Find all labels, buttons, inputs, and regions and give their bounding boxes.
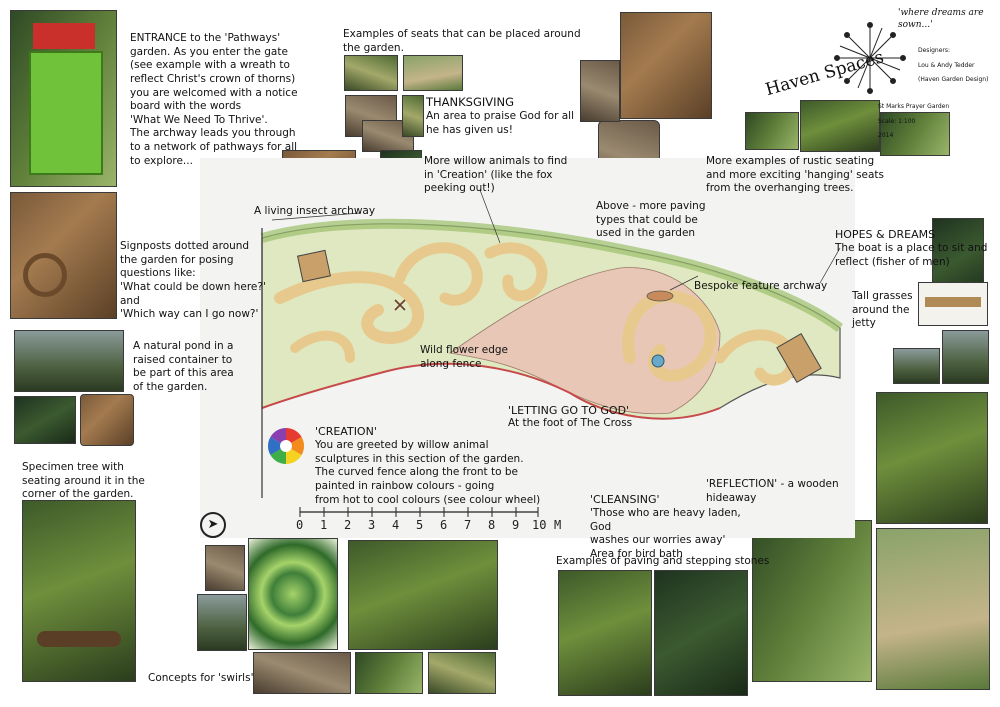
swirl-circle-photo <box>428 652 496 694</box>
tree-seat-photo-2 <box>800 100 880 152</box>
pond-container-photo-1 <box>14 396 76 444</box>
hanging-seat-photo <box>880 112 950 156</box>
paving-photo-2 <box>654 570 748 696</box>
swirl-path-4 <box>290 330 355 363</box>
insect-arch-note: A living insect archway <box>254 205 376 217</box>
scale-bar-labels: 0 1 2 3 4 5 6 7 8 9 10 M <box>296 518 576 534</box>
bespoke-arch-note: Bespoke feature archway <box>694 280 828 292</box>
cleansing-body: 'Those who are heavy laden, God washes o… <box>590 507 741 560</box>
entrance-note: ENTRANCE to the 'Pathways' garden. As yo… <box>130 32 298 167</box>
pond-court-photo <box>253 652 351 694</box>
garden-path-photo <box>752 520 872 682</box>
hopes-title: HOPES & DREAMS <box>835 228 936 241</box>
boat-water-photo-2 <box>942 330 989 384</box>
swirl-path-5 <box>622 290 717 382</box>
tall-grasses-note: Tall grasses around the jetty <box>852 290 913 330</box>
designer-credits: Designers: Lou & Andy Tedder (Haven Gard… <box>918 40 988 90</box>
pointer-line-2 <box>479 189 501 244</box>
north-arrow-icon: ➤ <box>200 512 226 538</box>
scale-tick-7: 7 <box>464 518 472 532</box>
cross-mark <box>394 299 406 311</box>
colour-wheel-icon <box>267 428 305 464</box>
entrance-bridge <box>297 249 331 283</box>
pointer-line-4 <box>819 247 841 284</box>
creation-body: You are greeted by willow animal sculptu… <box>315 439 541 506</box>
hedge-edge <box>260 218 843 333</box>
seats-note: Examples of seats that can be placed aro… <box>343 28 581 54</box>
swirl-path-2 <box>394 242 483 306</box>
jetty <box>776 332 822 384</box>
letting-go-body: At the foot of The Cross <box>508 417 633 429</box>
swirl-path-3 <box>484 242 548 302</box>
stone-steps-photo <box>580 60 620 122</box>
feature-arch-mark <box>646 290 674 302</box>
bird-bath-mark <box>651 354 665 368</box>
pond-barrel-photo <box>80 394 134 446</box>
wreath-gate-photo <box>10 192 117 319</box>
swirl-plan-photo <box>248 538 338 650</box>
project-line-3: 2014 <box>878 131 894 139</box>
rustic-note: More examples of rustic seating and more… <box>706 155 885 195</box>
scale-tick-1: 1 <box>320 518 328 532</box>
paving-examples-note: Examples of paving and stepping stones <box>556 555 770 567</box>
letting-go-title: 'LETTING GO TO GOD' <box>508 404 630 417</box>
pond-note: A natural pond in a raised container to … <box>133 340 234 393</box>
scale-tick-6: 6 <box>440 518 448 532</box>
designer-line-1: Designers: <box>918 47 951 55</box>
specimen-note: Specimen tree with seating around it in … <box>22 461 145 501</box>
wildflower-note: Wild flower edge along fence <box>420 344 508 370</box>
designer-line-3: (Haven Garden Design) <box>918 75 989 83</box>
scale-tick-9: 9 <box>512 518 520 532</box>
scale-tick-3: 3 <box>368 518 376 532</box>
cleansing-title: 'CLEANSING' <box>590 493 660 506</box>
brick-wheel-photo <box>348 540 498 650</box>
designer-line-2: Lou & Andy Tedder <box>918 61 975 69</box>
header-tagline: 'where dreams are sown...' <box>898 8 984 30</box>
pointer-line-1 <box>271 212 361 221</box>
thanksgiving-body: An area to praise God for all he has giv… <box>426 110 575 136</box>
pointer-line-3 <box>669 275 699 291</box>
notice-board-photo <box>10 10 117 187</box>
garden-plan-drawing <box>260 189 843 498</box>
scale-tick-0: 0 <box>296 518 304 532</box>
swirls-note: Concepts for 'swirls' <box>148 672 254 684</box>
swirl-lawn-photo <box>355 652 423 694</box>
scale-tick-5: 5 <box>416 518 424 532</box>
boat-water-photo-1 <box>893 348 940 384</box>
jetty-photo <box>918 282 988 326</box>
seat-photo-5 <box>402 95 424 137</box>
tree-seat-photo-1 <box>745 112 799 150</box>
garden-plan <box>200 158 855 538</box>
haven-spaces-logo-icon <box>834 22 906 94</box>
scale-unit: M <box>554 518 562 532</box>
paving-above-note: Above - more paving types that could be … <box>596 200 706 240</box>
project-line-1: St Marks Prayer Garden <box>878 103 950 111</box>
scale-tick-2: 2 <box>344 518 352 532</box>
project-info: St Marks Prayer Garden Scale: 1:100 2014 <box>878 96 949 146</box>
willow-note: More willow animals to find in 'Creation… <box>424 155 568 195</box>
brick-path-photo <box>620 12 712 119</box>
reflection-note: 'REFLECTION' - a wooden hideaway <box>706 478 839 504</box>
project-line-2: Scale: 1:100 <box>878 117 916 125</box>
scale-bar <box>299 507 539 517</box>
seat-photo-2 <box>403 55 463 91</box>
swirl-path-1 <box>274 271 425 345</box>
spiral-stone-photo <box>205 545 245 591</box>
round-stepping-stones-photo <box>876 528 990 690</box>
raised-pond-photo <box>14 330 124 392</box>
scale-tick-10: 10 <box>532 518 547 532</box>
scale-tick-4: 4 <box>392 518 400 532</box>
stepping-path-photo-right <box>876 392 988 524</box>
seat-photo-1 <box>344 55 398 91</box>
birch-photo <box>197 594 247 651</box>
signposts-note: Signposts dotted around the garden for p… <box>120 240 266 321</box>
specimen-tree-photo <box>22 500 136 682</box>
hopes-body: The boat is a place to sit and reflect (… <box>835 242 988 268</box>
creation-title: 'CREATION' <box>315 425 377 438</box>
paving-photo-1 <box>558 570 652 696</box>
thanksgiving-title: THANKSGIVING <box>426 95 515 109</box>
rainbow-fence <box>261 362 721 420</box>
scale-tick-8: 8 <box>488 518 496 532</box>
